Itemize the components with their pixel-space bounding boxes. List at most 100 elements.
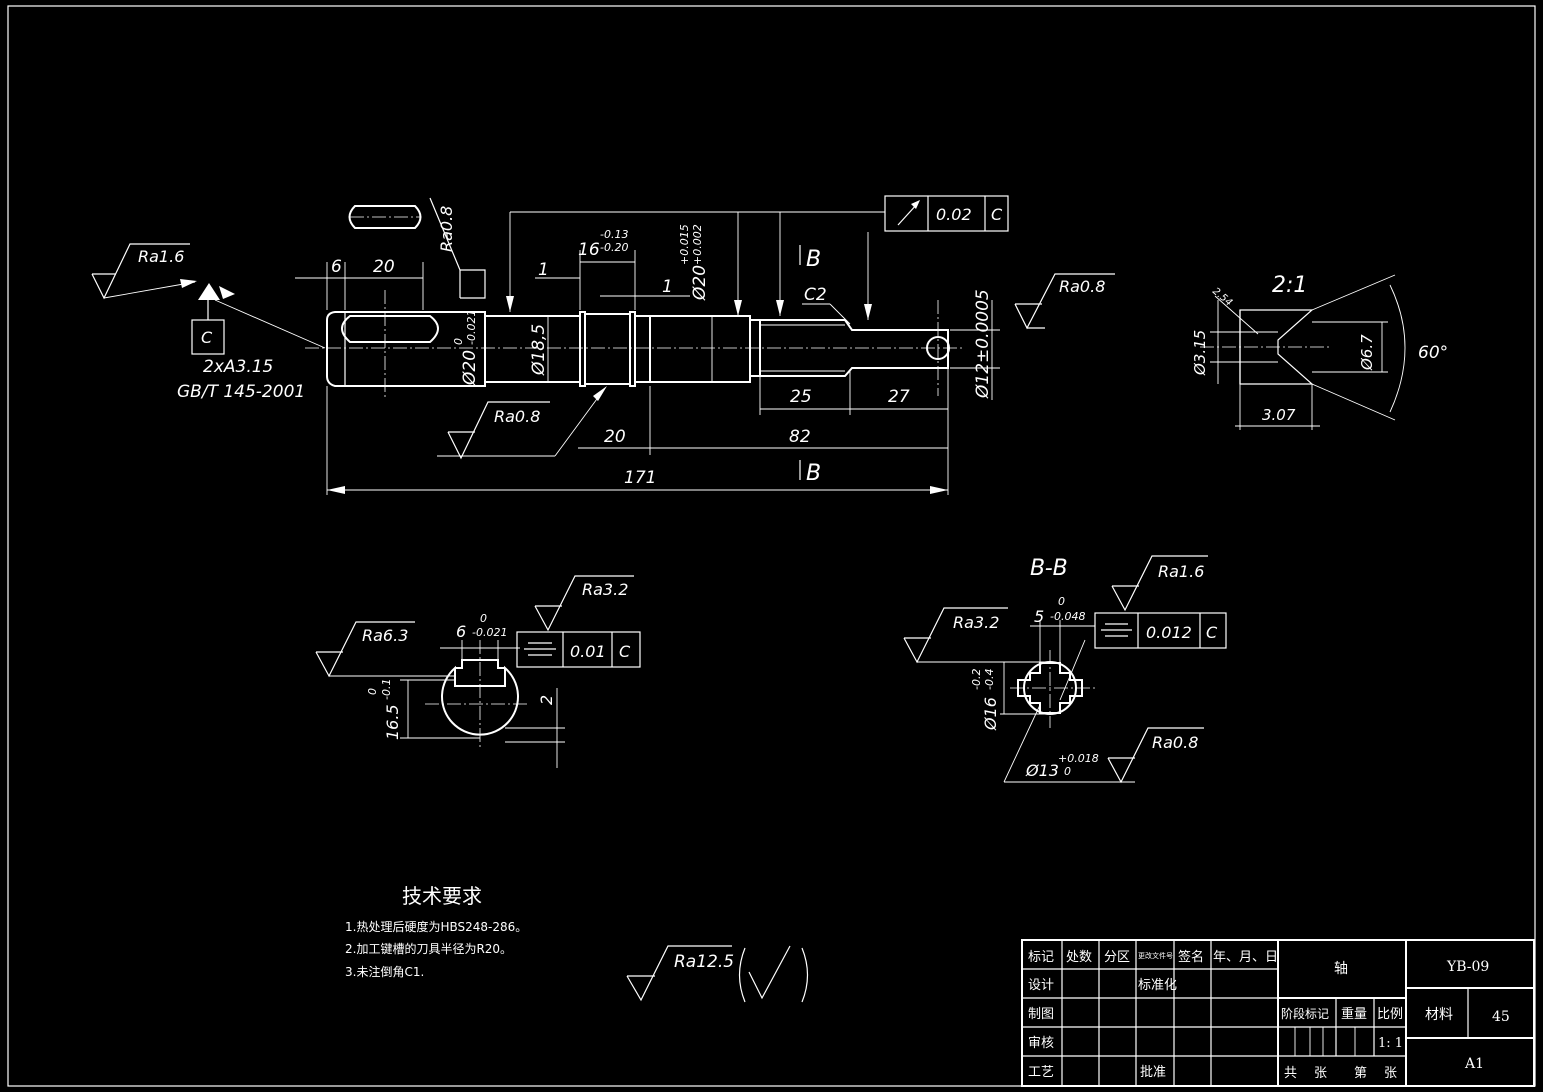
shaft-left-section bbox=[326, 311, 486, 387]
cross-hole bbox=[926, 336, 950, 360]
tb-sheet-no: 第 bbox=[1354, 1066, 1367, 1081]
sec-a-key-width: 6 bbox=[456, 622, 466, 641]
sec-b-sym-datum: C bbox=[1206, 623, 1218, 642]
sec-b-ra-bottom: Ra0.8 bbox=[1152, 733, 1198, 752]
sec-b-width: 5 bbox=[1034, 607, 1044, 626]
runout-tolerance: 0.02 C bbox=[884, 195, 1009, 232]
center-hole-note-2: GB/T 145-2001 bbox=[177, 382, 305, 402]
dim-phi20-left: Ø20 bbox=[460, 350, 480, 386]
tb-part-name: 轴 bbox=[1334, 961, 1348, 977]
tb-count: 处数 bbox=[1066, 950, 1092, 965]
sec-b-title: B-B bbox=[1030, 556, 1068, 581]
dim-1b: 1 bbox=[662, 277, 673, 297]
tb-drawing-no: YB-09 bbox=[1446, 959, 1489, 975]
tb-total: 共 bbox=[1284, 1066, 1297, 1081]
section-mark-bottom: B bbox=[806, 461, 821, 486]
key-top-view bbox=[348, 205, 422, 229]
dim-16-up: -0.13 bbox=[600, 228, 628, 241]
dim-16-lo: -0.20 bbox=[600, 241, 628, 254]
sec-b-sym-value: 0.012 bbox=[1146, 623, 1192, 642]
center-hole-note-1: 2xA3.15 bbox=[203, 357, 273, 377]
dim-phi20-left-up: 0 bbox=[452, 338, 465, 345]
sec-b-phi13-up: +0.018 bbox=[1058, 752, 1099, 765]
dim-phi12: Ø12±0.0005 bbox=[973, 289, 993, 399]
tb-mark: 标记 bbox=[1028, 950, 1054, 965]
tb-material-h: 材料 bbox=[1425, 1007, 1453, 1023]
sec-b-phi16: Ø16 bbox=[981, 697, 1000, 731]
dim-6: 6 bbox=[331, 257, 342, 277]
dim-20: 20 bbox=[373, 257, 395, 277]
tb-design: 设计 bbox=[1028, 978, 1054, 993]
sec-a-sym-datum: C bbox=[619, 642, 631, 661]
sec-a-d2: 2 bbox=[537, 695, 556, 705]
ra-bottom: Ra0.8 bbox=[494, 407, 540, 426]
dim-c2: C2 bbox=[804, 285, 827, 305]
ra-right: Ra0.8 bbox=[1059, 277, 1105, 296]
tb-standard: 标准化 bbox=[1138, 978, 1177, 993]
tb-material-v: 45 bbox=[1492, 1009, 1510, 1025]
datum-c-label: C bbox=[201, 328, 213, 347]
dim-phi20-top-lo: +0.002 bbox=[691, 224, 704, 265]
roughness-main-bottom: Ra0.8 bbox=[447, 401, 550, 460]
sec-a-depth-lo: -0.1 bbox=[380, 679, 393, 700]
dim-20b: 20 bbox=[604, 427, 626, 447]
tb-sheet-unit-2: 张 bbox=[1384, 1066, 1397, 1081]
sec-a-ra-left: Ra6.3 bbox=[362, 626, 408, 645]
tb-draw: 制图 bbox=[1028, 1007, 1054, 1022]
keyway bbox=[341, 315, 439, 343]
tech-req-item-3: 3.未注倒角C1. bbox=[345, 964, 424, 979]
dim-25: 25 bbox=[790, 387, 812, 407]
tb-size: A1 bbox=[1464, 1056, 1484, 1072]
sec-a-key-width-up: 0 bbox=[480, 612, 487, 625]
general-ra: Ra12.5 bbox=[674, 952, 734, 972]
tb-sign: 签名 bbox=[1178, 949, 1204, 965]
sheet-border bbox=[7, 5, 1536, 1087]
tb-scale-h: 比例 bbox=[1377, 1007, 1403, 1022]
sec-b-ra-left: Ra3.2 bbox=[953, 613, 999, 632]
ra-left: Ra1.6 bbox=[138, 247, 184, 266]
detail-phi3-15: Ø3.15 bbox=[1191, 330, 1209, 376]
sec-a-depth: 16.5 bbox=[383, 704, 402, 740]
tech-requirements: 技术要求 1.热处理后硬度为HBS248-286。 2.加工键槽的刀具半径为R2… bbox=[345, 884, 527, 979]
tb-weight: 重量 bbox=[1341, 1006, 1367, 1022]
dim-27: 27 bbox=[888, 387, 910, 407]
roughness-main-left: Ra1.6 bbox=[91, 243, 197, 300]
tb-scale-v: 1: 1 bbox=[1378, 1036, 1403, 1051]
sec-b-width-up: 0 bbox=[1058, 595, 1065, 608]
tb-date: 年、月、日 bbox=[1213, 950, 1278, 965]
tb-doc: 更改文件号 bbox=[1138, 951, 1173, 960]
section-a: 6 0 -0.021 16.5 0 -0.1 2 0.01 C Ra3.2 Ra… bbox=[315, 575, 641, 768]
roughness-main-right: Ra0.8 bbox=[1014, 273, 1115, 330]
shaft-phi20-section bbox=[584, 313, 631, 385]
shaft-phi20b-section bbox=[649, 315, 751, 383]
general-roughness: Ra12.5 bbox=[626, 945, 809, 1003]
sec-a-depth-up: 0 bbox=[366, 688, 379, 695]
tb-sheet-unit: 张 bbox=[1314, 1066, 1327, 1081]
dim-82: 82 bbox=[789, 427, 811, 447]
sec-a-sym-value: 0.01 bbox=[570, 642, 606, 661]
tb-approve: 批准 bbox=[1140, 1065, 1166, 1080]
tb-process: 工艺 bbox=[1028, 1065, 1054, 1080]
sec-b-phi13-lo: 0 bbox=[1064, 765, 1071, 778]
dim-16: 16 bbox=[578, 240, 600, 260]
section-mark-top: B bbox=[806, 247, 821, 272]
tech-req-title: 技术要求 bbox=[402, 884, 482, 908]
roughness-key-top: Ra0.8 bbox=[429, 197, 486, 299]
detail-view-center-hole: 2:1 Ø3.15 Ø6.7 60° 3.07 2.54 bbox=[1191, 273, 1448, 430]
sec-b-ra-top: Ra1.6 bbox=[1158, 562, 1204, 581]
main-dimensions: 6 20 Ø20 0 -0.021 Ø18,5 1 16 -0.13 -0.20… bbox=[295, 211, 1000, 495]
detail-phi6-7: Ø6.7 bbox=[1358, 334, 1376, 371]
dim-phi20-top: Ø20 bbox=[690, 265, 710, 301]
tb-zone: 分区 bbox=[1104, 950, 1130, 965]
title-block: 标记 处数 分区 更改文件号 签名 年、月、日 设计 标准化 制图 审核 工艺 … bbox=[1021, 939, 1535, 1087]
runout-datum: C bbox=[991, 205, 1003, 224]
sec-a-key-width-lo: -0.021 bbox=[472, 626, 507, 639]
dim-171: 171 bbox=[624, 468, 656, 488]
section-b: B-B 5 0 -0.048 Ø16 -0.2 -0.4 0.012 C Ra1… bbox=[903, 555, 1227, 784]
tech-req-item-2: 2.加工键槽的刀具半径为R20。 bbox=[345, 941, 512, 956]
tech-req-item-1: 1.热处理后硬度为HBS248-286。 bbox=[345, 919, 527, 934]
detail-d2-54: 2.54 bbox=[1210, 286, 1234, 309]
datum-c: C bbox=[191, 283, 326, 355]
dim-1a: 1 bbox=[538, 260, 549, 280]
sec-a-ra-top: Ra3.2 bbox=[582, 580, 628, 599]
